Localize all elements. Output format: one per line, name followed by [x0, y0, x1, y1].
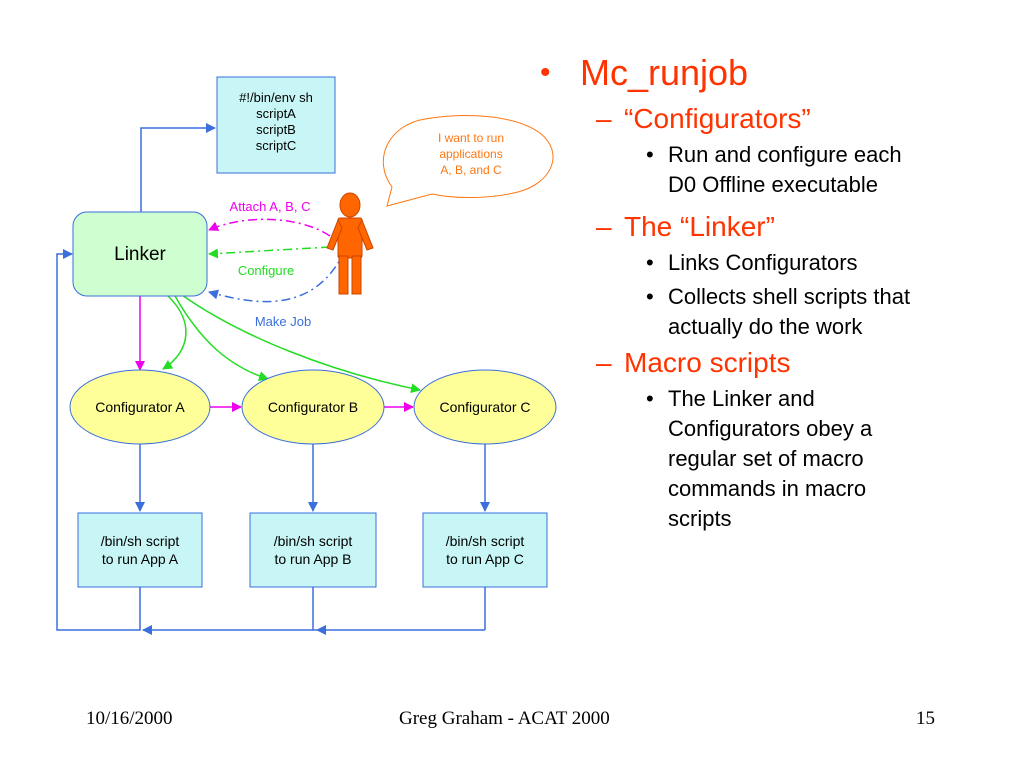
workflow-diagram: Attach A, B, C Configure Make Job #!/bin…	[56, 76, 557, 635]
linker-label: Linker	[114, 244, 166, 265]
macro-heading-text: Macro scripts	[624, 347, 791, 378]
script-line-env: #!/bin/env sh	[239, 90, 313, 105]
footer-page-number: 15	[916, 708, 935, 729]
macro-item-1-line-2: Configurators obey a	[668, 416, 873, 441]
user-figure-icon	[326, 192, 374, 295]
speech-bubble	[382, 115, 554, 207]
script-box-a	[77, 512, 203, 588]
dash-icon: –	[596, 211, 612, 242]
script-c-line-1: /bin/sh script	[446, 533, 525, 549]
linker-to-config-b-green	[174, 295, 269, 381]
script-line-c: scriptC	[256, 138, 296, 153]
make-job-arrow	[208, 249, 346, 303]
linker-heading-text: The “Linker”	[624, 211, 775, 242]
configure-arrow	[208, 246, 331, 259]
configurators-heading-text: “Configurators”	[624, 103, 811, 134]
dash-icon: –	[596, 103, 612, 134]
bubble-line-1: I want to run	[438, 131, 504, 145]
macro-item-1-line-4: commands in macro	[668, 476, 867, 501]
linker-to-config-c-green	[181, 294, 421, 394]
script-box-b	[249, 512, 377, 588]
bullet-dot-icon: •	[540, 56, 551, 89]
script-b-line-2: to run App B	[274, 551, 351, 567]
script-box-c	[422, 512, 548, 588]
linker-item-2: • Collects shell scripts that actually do …	[540, 282, 1010, 342]
configurators-item-1-line-1: Run and configure each	[668, 142, 902, 167]
script-a-line-2: to run App A	[102, 551, 179, 567]
linker-to-config-a-green	[162, 295, 187, 370]
feedback-loop-line	[56, 249, 141, 631]
footer-date: 10/16/2000	[86, 708, 173, 729]
configurators-item-1-line-2: D0 Offline executable	[668, 172, 878, 197]
bullet-dot-icon: •	[646, 386, 654, 411]
linker-item-1-text: Links Configurators	[668, 250, 858, 275]
bullet-dot-icon: •	[646, 142, 654, 167]
script-line-a: scriptA	[256, 106, 296, 121]
configurator-c-node	[413, 369, 557, 445]
bullet-dot-icon: •	[646, 250, 654, 275]
attach-arrow	[208, 218, 331, 237]
configurator-a-node	[69, 369, 211, 445]
configure-label: Configure	[238, 263, 294, 278]
configurator-b-node	[241, 369, 385, 445]
linker-item-2-line-1: Collects shell scripts that	[668, 284, 911, 309]
linker-item-2-line-2: actually do the work	[668, 314, 863, 339]
bubble-line-2: applications	[439, 147, 502, 161]
configurators-item-1: • Run and configure each D0 Offline execut…	[540, 140, 1010, 200]
script-a-line-1: /bin/sh script	[101, 533, 180, 549]
make-job-label: Make Job	[255, 314, 311, 329]
footer-center: Greg Graham - ACAT 2000	[399, 708, 610, 729]
bullet-dot-icon: •	[646, 284, 654, 309]
attach-label: Attach A, B, C	[230, 199, 311, 214]
script-line-b: scriptB	[256, 122, 296, 137]
macro-item-1-line-1: The Linker and	[668, 386, 815, 411]
bullet-title: • Mc_runjob	[540, 52, 1010, 98]
script-b-line-1: /bin/sh script	[274, 533, 353, 549]
bullet-list: •Mc_runjob –“Configurators” •Run and con…	[540, 52, 1010, 534]
script-c-line-2: to run App C	[446, 551, 524, 567]
macro-heading: –Macro scripts	[540, 346, 1010, 380]
macro-item-1-line-3: regular set of macro	[668, 446, 864, 471]
linker-node	[72, 211, 208, 297]
bubble-line-3: A, B, and C	[440, 163, 502, 177]
title-text: Mc_runjob	[580, 52, 749, 93]
linker-heading: –The “Linker”	[540, 210, 1010, 244]
configurator-b-label: Configurator B	[268, 399, 358, 415]
dash-icon: –	[596, 347, 612, 378]
configurator-c-label: Configurator C	[439, 399, 530, 415]
linker-item-1: • Links Configurators	[540, 248, 1010, 278]
script-list-box	[216, 76, 336, 174]
configurators-heading: –“Configurators”	[540, 102, 1010, 136]
configurator-a-label: Configurator A	[95, 399, 185, 415]
macro-item-1-line-5: scripts	[668, 506, 732, 531]
linker-to-scriptbox-arrow	[140, 123, 216, 212]
